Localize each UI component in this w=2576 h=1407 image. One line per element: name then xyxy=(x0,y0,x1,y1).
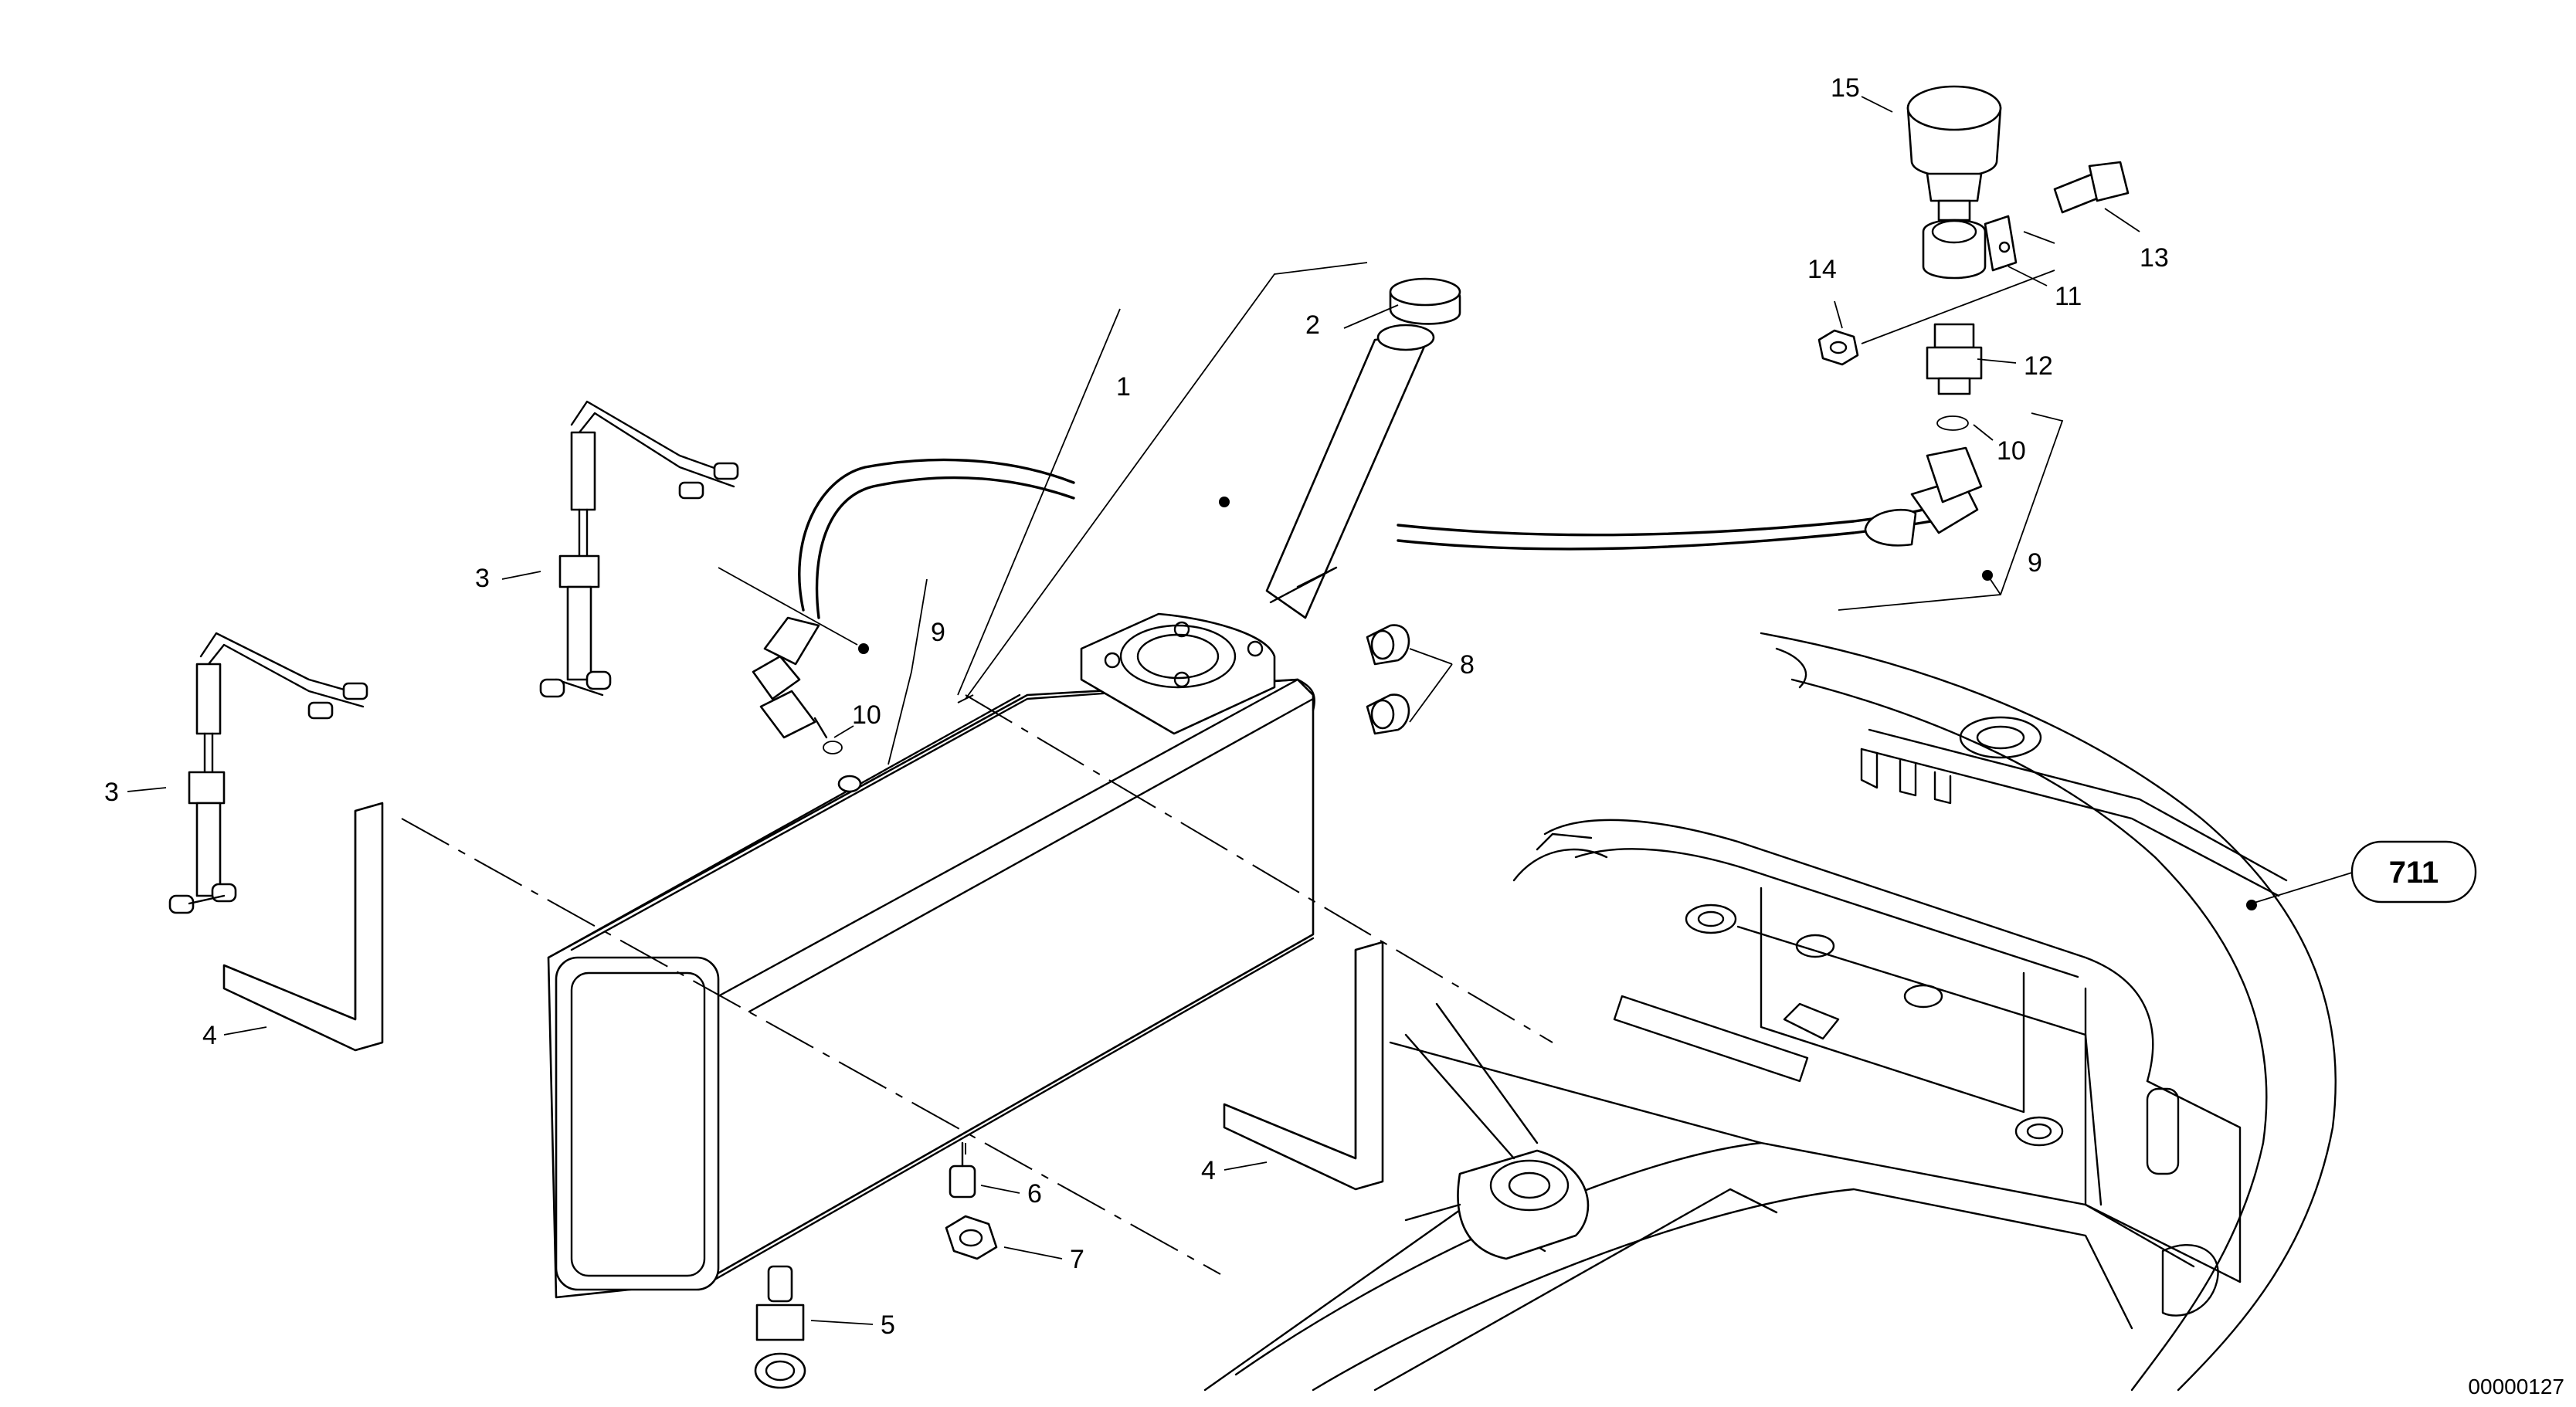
drawing-code: 00000127 xyxy=(2468,1375,2564,1399)
reference-callout-711[interactable]: 711 xyxy=(2350,840,2477,904)
label-10-left: 10 xyxy=(852,700,881,730)
label-7: 7 xyxy=(1070,1245,1084,1274)
label-5: 5 xyxy=(881,1310,895,1340)
label-1: 1 xyxy=(1116,372,1131,402)
strap-4-left xyxy=(222,802,384,1052)
bracket-3-lower xyxy=(168,632,368,914)
label-13: 13 xyxy=(2140,243,2169,273)
label-4-right: 4 xyxy=(1201,1156,1216,1185)
label-14: 14 xyxy=(1807,255,1837,284)
hose-assembly xyxy=(752,446,1983,754)
breather-assembly xyxy=(1817,85,2130,431)
bracket-3-upper xyxy=(539,400,739,698)
fuel-tank xyxy=(547,324,1435,1299)
label-2: 2 xyxy=(1305,310,1320,340)
label-12: 12 xyxy=(2024,351,2053,381)
reference-callout-text: 711 xyxy=(2389,856,2439,890)
plugs-8 xyxy=(1366,624,1410,735)
label-15: 15 xyxy=(1831,73,1860,103)
strap-4-right xyxy=(1223,941,1384,1191)
leader-lines xyxy=(127,96,2353,1325)
label-9-left: 9 xyxy=(931,618,945,647)
label-8: 8 xyxy=(1460,650,1475,680)
filler-cap xyxy=(1389,277,1461,325)
label-11: 11 xyxy=(2055,282,2082,311)
label-9-right: 9 xyxy=(2028,548,2042,578)
label-4-left: 4 xyxy=(202,1021,217,1050)
label-10-right: 10 xyxy=(1997,436,2026,466)
label-3-lower: 3 xyxy=(104,778,119,807)
part-labels: 1 2 3 3 4 4 5 6 7 8 9 9 10 10 11 12 13 1… xyxy=(104,73,2169,1340)
leader-dots xyxy=(858,497,2257,910)
drain-fittings xyxy=(754,1141,998,1389)
machine-frame xyxy=(1203,632,2337,1392)
label-6: 6 xyxy=(1027,1179,1042,1209)
label-3-upper: 3 xyxy=(475,564,490,593)
